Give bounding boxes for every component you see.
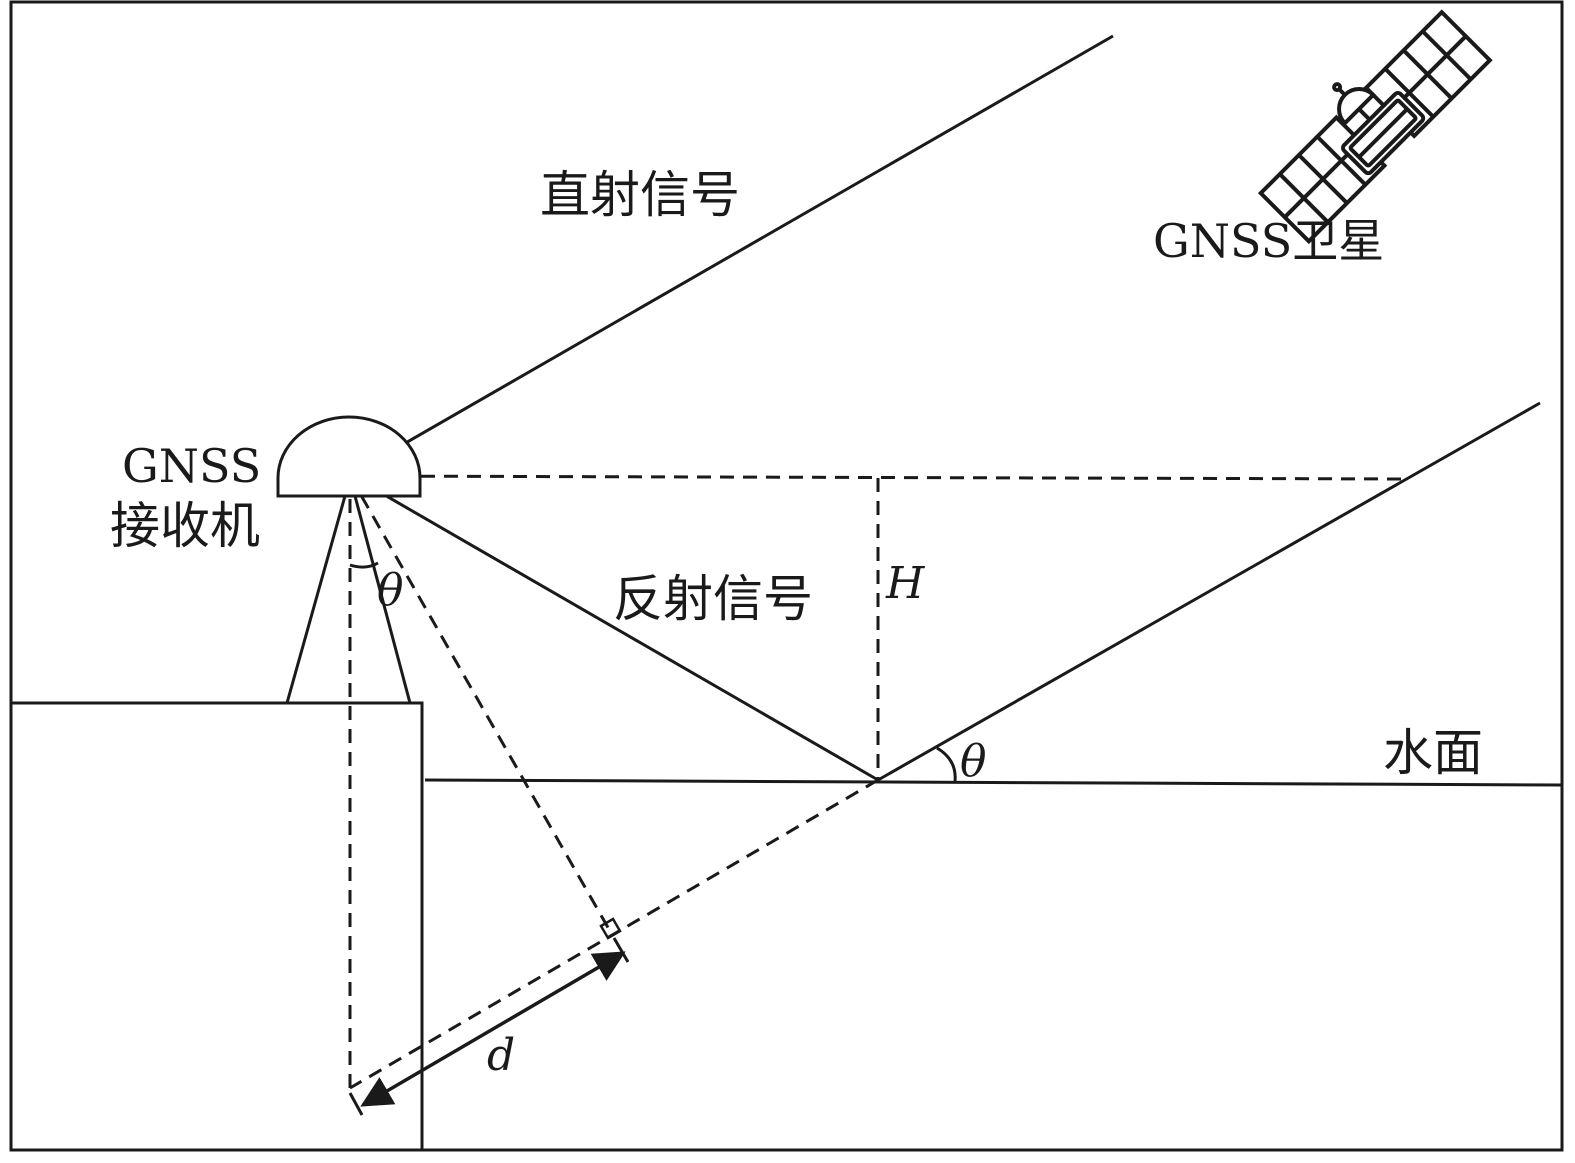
surface-angle-arc: [936, 746, 957, 782]
receiver-angle-label: θ: [377, 565, 404, 616]
direct-signal-ray: [349, 34, 1114, 477]
distance-tick-end: [612, 937, 630, 963]
distance-tick-start: [348, 1092, 364, 1116]
height-label: H: [885, 558, 926, 609]
outer-frame: [9, 0, 1564, 1152]
satellite-label: GNSS卫星: [1153, 214, 1384, 268]
reflected-signal-ray: [349, 473, 879, 782]
water-surface-label: 水面: [1383, 724, 1483, 782]
right-angle-marker: [599, 917, 622, 940]
receiver-angle-arc: [349, 561, 379, 569]
tripod-leg-left: [285, 495, 347, 704]
antenna-dome-icon: [276, 415, 422, 498]
tripod-leg-right: [353, 495, 412, 704]
satellite-icon: [1257, 9, 1493, 245]
receiver-label-line1: GNSS: [122, 439, 261, 493]
receiver-label-line2: 接收机: [110, 497, 260, 555]
reflected-signal-label: 反射信号: [613, 570, 813, 628]
surface-angle-label: θ: [960, 736, 987, 787]
antenna-horizontal-reference: [351, 474, 1406, 481]
distance-arrow: [360, 951, 626, 1107]
distance-label: d: [487, 1030, 515, 1081]
direct-signal-label: 直射信号: [540, 166, 740, 224]
perpendicular-line: [348, 475, 612, 932]
incident-signal-ray: [877, 401, 1541, 782]
water-surface-line: [424, 778, 1563, 787]
